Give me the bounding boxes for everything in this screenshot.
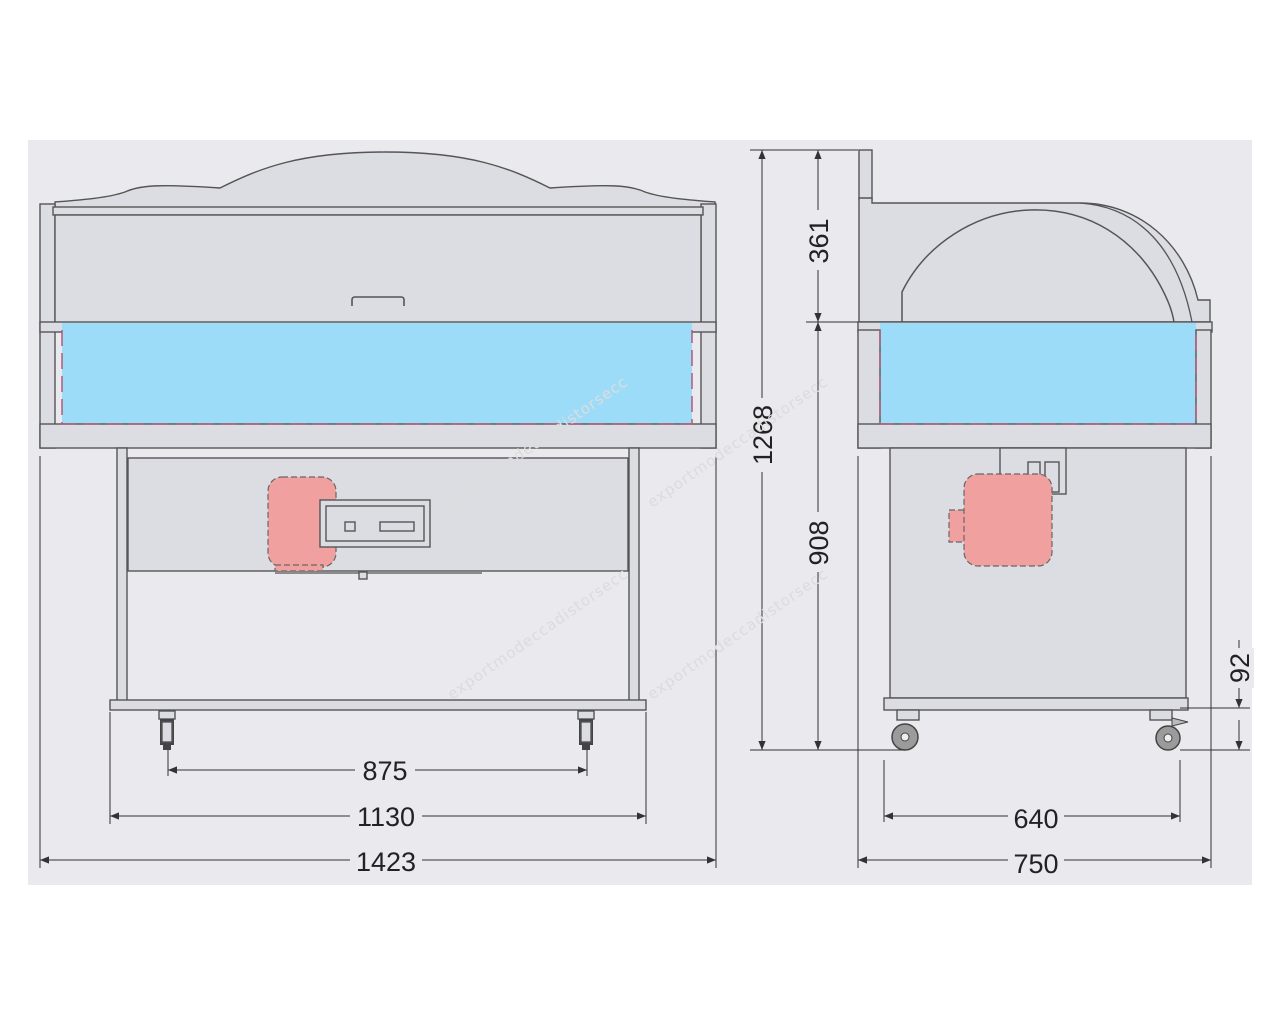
side-compressor	[948, 473, 1053, 567]
dim-label-1423: 1423	[356, 847, 416, 877]
front-view	[39, 151, 717, 750]
dim-label-1130: 1130	[357, 802, 415, 832]
front-lower-frame	[39, 423, 717, 449]
side-dimensions: 361 908 1268 92 640 750	[747, 149, 1255, 879]
front-drain-valve	[358, 571, 368, 580]
dim-label-640: 640	[1013, 804, 1058, 834]
side-canopy-arch	[901, 209, 1175, 323]
front-top-bar	[52, 206, 704, 216]
front-control-box	[319, 499, 431, 548]
side-lower-frame	[857, 423, 1212, 449]
front-dimensions: 875 1130 1423	[39, 456, 717, 877]
dim-label-875: 875	[362, 756, 407, 786]
front-lid-handle	[351, 296, 405, 306]
front-inner-basin-outline	[61, 330, 693, 425]
side-front-caster	[891, 709, 920, 751]
dim-label-1268: 1268	[748, 405, 778, 465]
front-right-leg	[628, 447, 640, 702]
front-bottom-shelf	[109, 699, 647, 711]
dim-label-92: 92	[1225, 653, 1255, 683]
side-rear-caster-with-brake	[1149, 709, 1189, 751]
front-left-caster	[158, 710, 176, 750]
front-right-caster	[577, 710, 595, 750]
side-base-plate	[883, 697, 1189, 711]
front-glass	[62, 323, 692, 424]
side-back-post	[858, 149, 873, 201]
front-lid-panel	[54, 214, 702, 324]
dim-label-361: 361	[804, 218, 834, 263]
side-inner-basin-outline	[879, 330, 1197, 425]
side-view	[857, 149, 1213, 751]
dim-label-908: 908	[804, 520, 834, 565]
side-glass	[880, 323, 1196, 424]
dim-label-750: 750	[1013, 849, 1058, 879]
front-canopy	[54, 151, 716, 211]
front-left-leg	[116, 447, 128, 702]
